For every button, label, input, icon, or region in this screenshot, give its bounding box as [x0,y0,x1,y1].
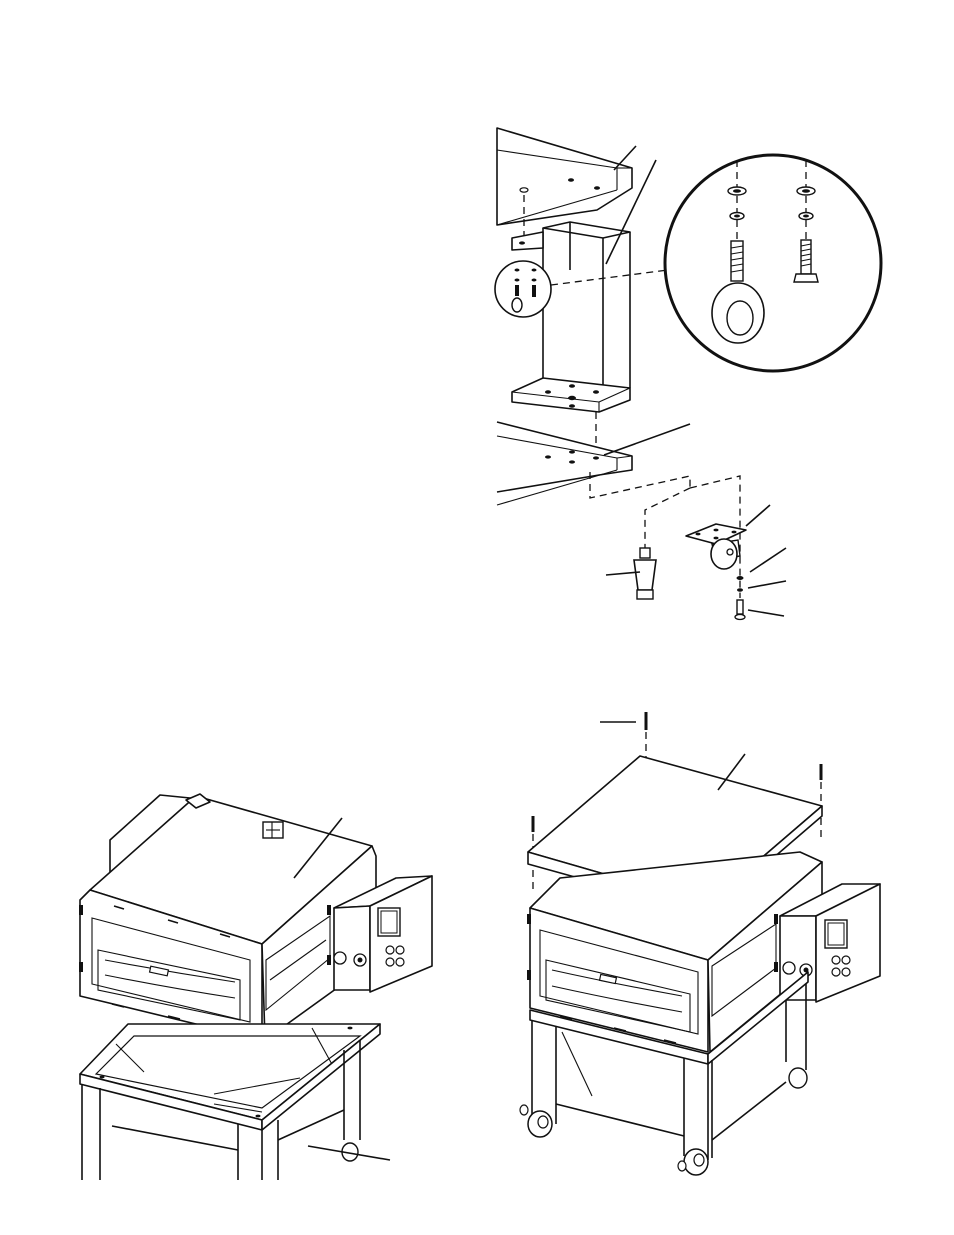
detail-callout-small [495,261,551,317]
figure-oven-onto-stand [79,794,432,1180]
caster-wheel [686,524,746,569]
leveling-foot [634,548,656,599]
detail-callout-large [665,155,881,371]
stand-frame [80,1024,380,1180]
figure-top-panel-install [520,712,880,1175]
figure-leg-assembly [495,128,881,620]
upper-frame-rail [497,128,632,225]
